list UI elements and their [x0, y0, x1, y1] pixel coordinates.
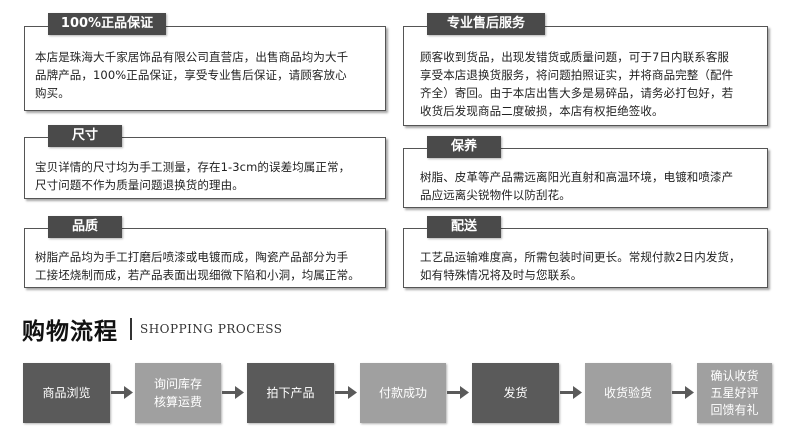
quality-line: 树脂产品均为手工打磨后喷漆或电镀而成，陶瓷产品部分为手 [35, 250, 349, 264]
size-line: 宝贝详情的尺寸均为手工测量，存在1-3cm的误差均属正常， [35, 160, 351, 174]
arrow-right-icon [335, 386, 357, 399]
guarantee-line: 品牌产品，100%正品保证，享受专业售后保证，请顾客放心 [35, 68, 347, 82]
step-confirm: 确认收货 五星好评 回馈有礼 [697, 363, 772, 423]
guarantee-text: 本店是珠海大千家居饰品有限公司直营店，出售商品均为大千 品牌产品，100%正品保… [35, 48, 380, 102]
guarantee-card: 本店是珠海大千家居饰品有限公司直营店，出售商品均为大千 品牌产品，100%正品保… [24, 26, 386, 111]
after-sales-line: 齐全）寄回。由于本店出售大多是易碎品，请务必打包好，若 [420, 86, 734, 100]
process-subtitle: SHOPPING PROCESS [140, 322, 283, 336]
care-line: 品应远离尖锐物件以防刮花。 [420, 188, 571, 202]
care-title: 保养 [427, 136, 501, 158]
process-heading: 购物流程 SHOPPING PROCESS [22, 313, 282, 345]
delivery-line: 如有特殊情况将及时与您联系。 [420, 268, 583, 282]
step-order: 拍下产品 [247, 363, 334, 423]
care-line: 树脂、皮革等产品需远离阳光直射和高温环境，电镀和喷漆产 [420, 170, 734, 184]
care-card: 树脂、皮革等产品需远离阳光直射和高温环境，电镀和喷漆产 品应远离尖锐物件以防刮花… [403, 148, 768, 208]
arrow-right-icon [111, 386, 133, 399]
step-ship: 发货 [472, 363, 559, 423]
quality-text: 树脂产品均为手工打磨后喷漆或电镀而成，陶瓷产品部分为手 工接坯烧制而成，若产品表… [35, 248, 385, 284]
size-card: 宝贝详情的尺寸均为手工测量，存在1-3cm的误差均属正常， 尺寸问题不作为质量问… [24, 137, 386, 199]
step-label: 收货验货 [603, 386, 652, 400]
size-line: 尺寸问题不作为质量问题退换货的理由。 [35, 178, 244, 192]
after-sales-card: 顾客收到货品，出现发错货或质量问题，可于7日内联系客服 享受本店退换货服务，将问… [403, 26, 768, 126]
arrow-right-icon [672, 386, 694, 399]
delivery-line: 工艺品运输难度高，所需包装时间更长。常规付款2日内发货， [420, 250, 741, 264]
guarantee-title: 100%正品保证 [48, 13, 166, 35]
step-pay: 付款成功 [360, 363, 446, 423]
step-label: 询问库存 [153, 377, 202, 391]
size-title: 尺寸 [48, 125, 122, 147]
step-label: 付款成功 [378, 386, 427, 400]
after-sales-line: 顾客收到货品，出现发错货或质量问题，可于7日内联系客服 [420, 50, 730, 64]
step-label: 回馈有礼 [710, 402, 759, 417]
step-label: 五星好评 [710, 385, 759, 400]
guarantee-line: 购买。 [35, 86, 70, 100]
step-label: 商品浏览 [42, 386, 91, 400]
delivery-title: 配送 [427, 216, 501, 238]
process-title: 购物流程 [22, 319, 118, 345]
after-sales-line: 收货后发现商品二度破损，本店有权拒绝签收。 [420, 104, 664, 118]
quality-line: 工接坯烧制而成，若产品表面出现细微下陷和小洞，均属正常。 [35, 268, 360, 282]
care-text: 树脂、皮革等产品需远离阳光直射和高温环境，电镀和喷漆产 品应远离尖锐物件以防刮花… [420, 168, 765, 204]
step-label: 拍下产品 [266, 386, 315, 400]
quality-card: 树脂产品均为手工打磨后喷漆或电镀而成，陶瓷产品部分为手 工接坯烧制而成，若产品表… [24, 228, 386, 288]
after-sales-text: 顾客收到货品，出现发错货或质量问题，可于7日内联系客服 享受本店退换货服务，将问… [420, 48, 765, 120]
delivery-text: 工艺品运输难度高，所需包装时间更长。常规付款2日内发货， 如有特殊情况将及时与您… [420, 248, 765, 284]
step-browse: 商品浏览 [23, 363, 110, 423]
step-label: 确认收货 [710, 368, 759, 383]
after-sales-line: 享受本店退换货服务，将问题拍照证实，并将商品完整（配件 [420, 68, 734, 82]
step-label: 发货 [503, 386, 528, 400]
delivery-card: 工艺品运输难度高，所需包装时间更长。常规付款2日内发货， 如有特殊情况将及时与您… [403, 228, 768, 288]
arrow-right-icon [560, 386, 582, 399]
quality-title: 品质 [48, 216, 122, 238]
step-inquire: 询问库存 核算运费 [135, 363, 221, 423]
guarantee-line: 本店是珠海大千家居饰品有限公司直营店，出售商品均为大千 [35, 50, 349, 64]
arrow-right-icon [222, 386, 244, 399]
step-inspect: 收货验货 [585, 363, 671, 423]
after-sales-title: 专业售后服务 [427, 13, 545, 35]
process-divider [130, 318, 132, 340]
arrow-right-icon [447, 386, 469, 399]
size-text: 宝贝详情的尺寸均为手工测量，存在1-3cm的误差均属正常， 尺寸问题不作为质量问… [35, 158, 383, 194]
step-label: 核算运费 [153, 395, 202, 409]
